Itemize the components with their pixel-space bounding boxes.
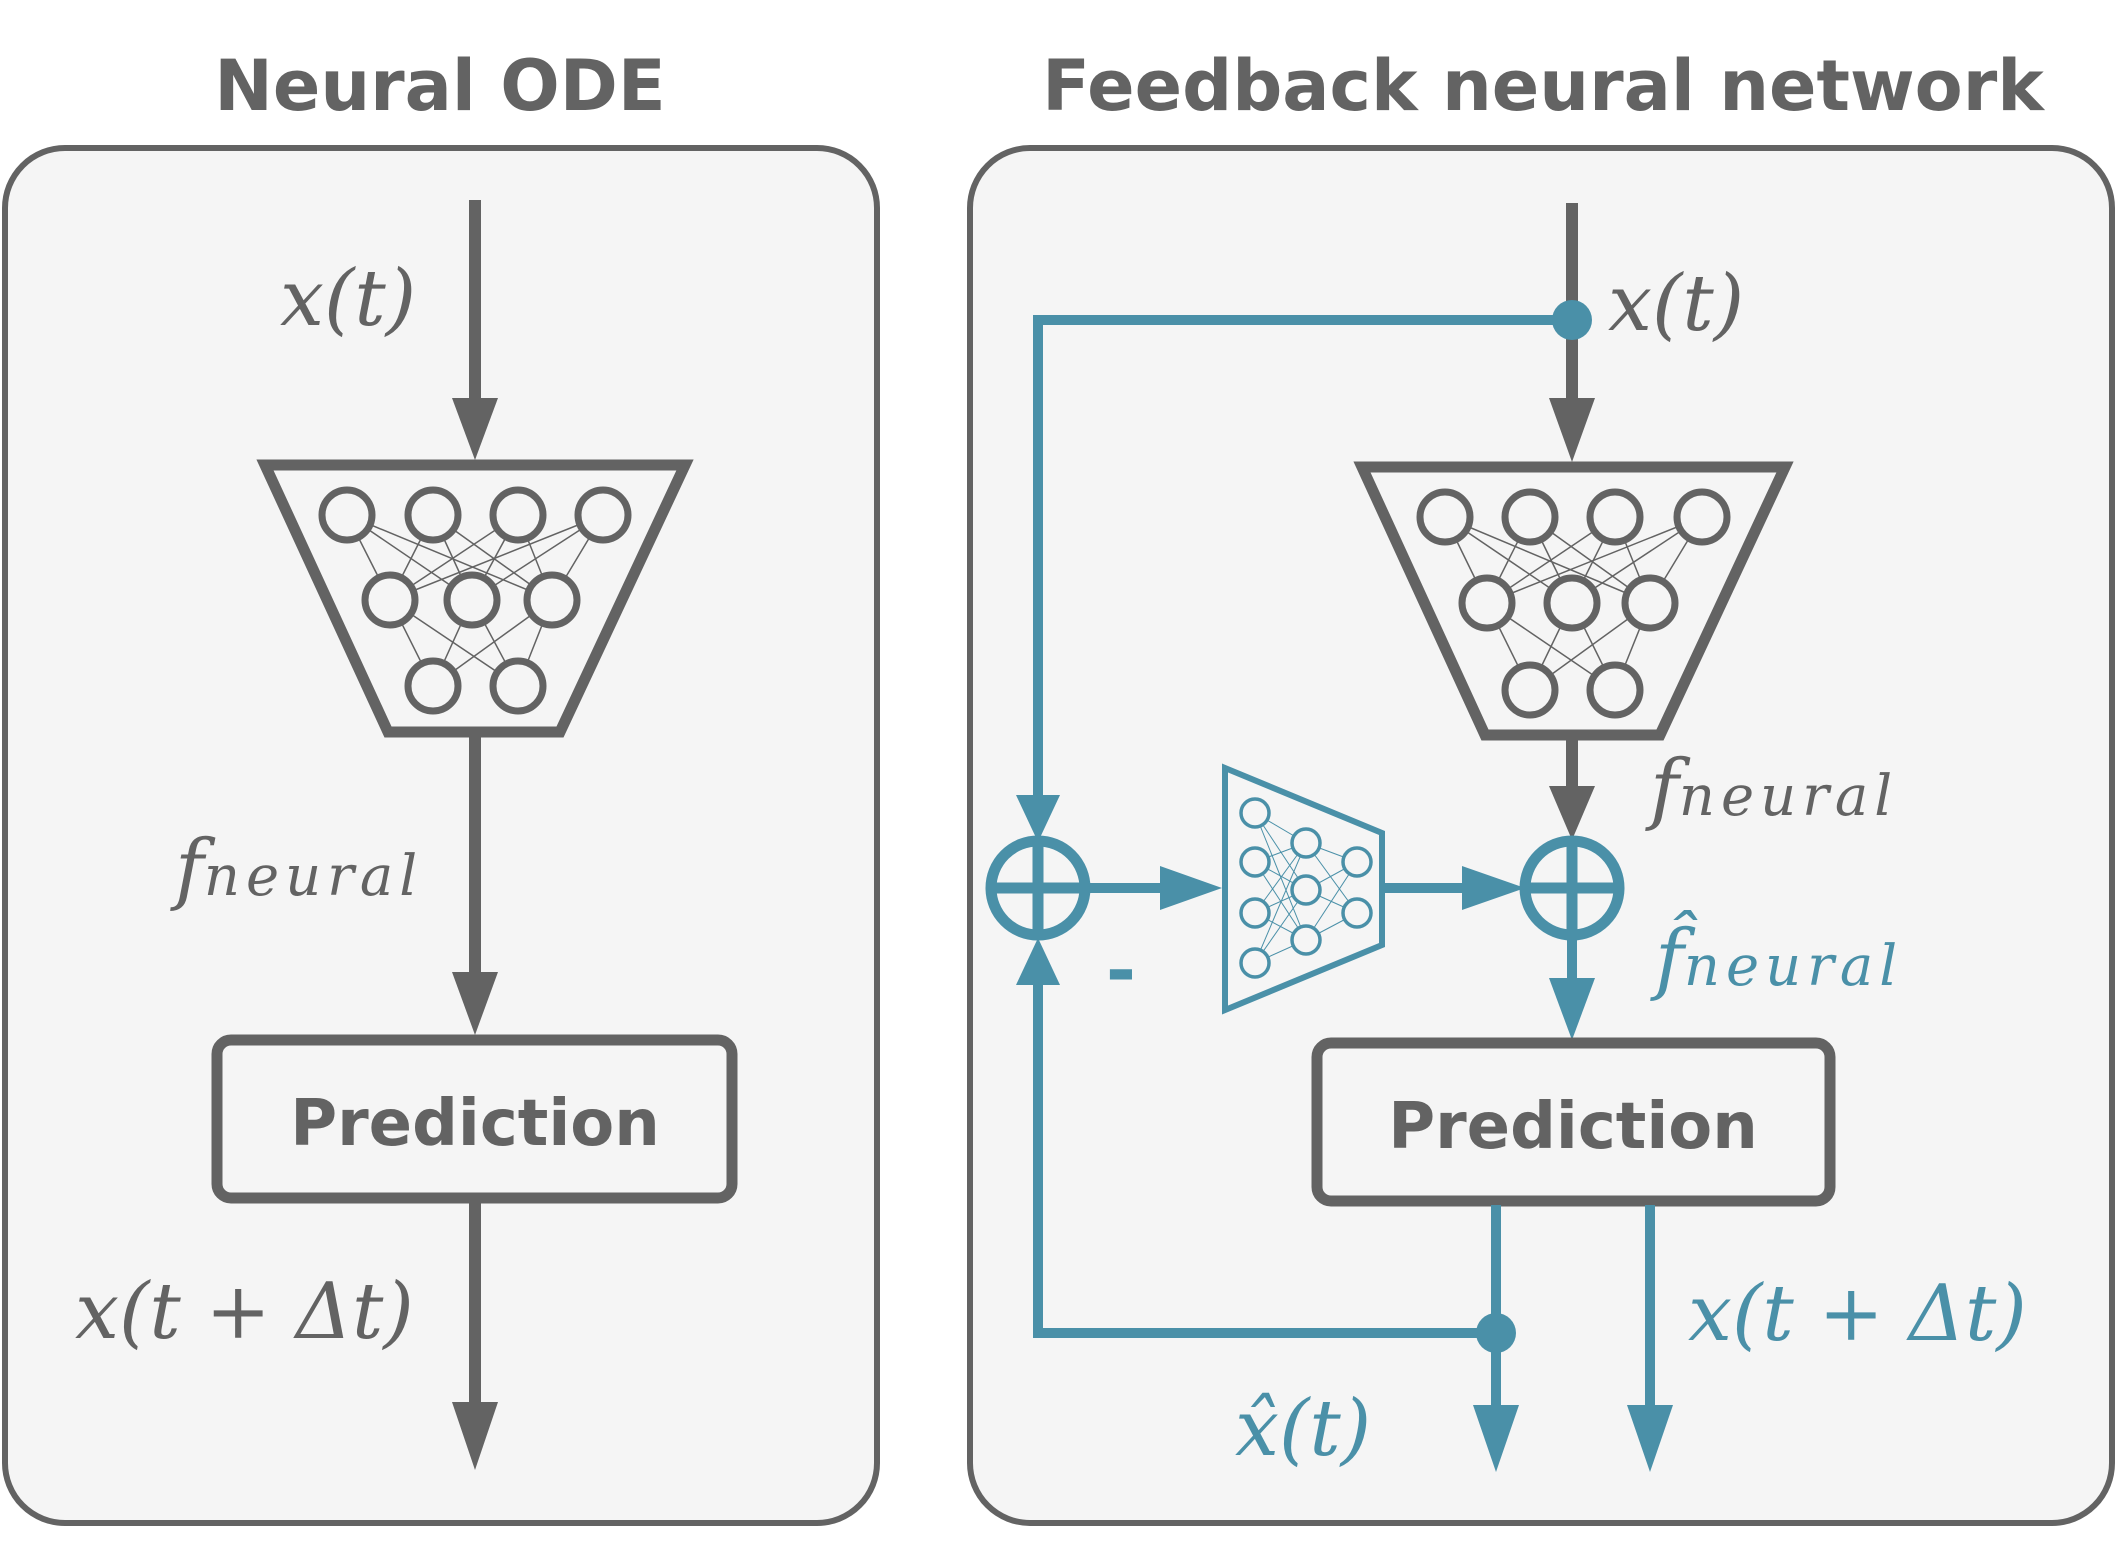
feedback-neural-network bbox=[1222, 763, 1385, 1015]
top-feedback-line bbox=[1033, 315, 1572, 800]
left-output-arrowhead bbox=[452, 1402, 498, 1470]
right-prediction-label: Prediction bbox=[1388, 1090, 1758, 1164]
fhat-neural-label: f̂neural bbox=[1650, 909, 1903, 1004]
right-output-label: x(t + Δt) bbox=[1688, 1269, 2027, 1359]
fhat-arrowhead bbox=[1549, 978, 1595, 1040]
right-f-arrowhead bbox=[1549, 786, 1595, 840]
minus-sign: - bbox=[1106, 928, 1136, 1012]
left-f-neural-label: fneural bbox=[170, 824, 423, 914]
feedback-net-to-junction-arrowhead bbox=[1462, 866, 1525, 910]
right-prediction-box bbox=[1311, 1037, 1836, 1207]
right-summing-junction bbox=[1519, 835, 1625, 941]
left-prediction-box bbox=[211, 1034, 738, 1204]
feedback-network-nodes bbox=[1239, 797, 1373, 979]
right-input-arrowhead bbox=[1549, 398, 1595, 462]
left-prediction-label: Prediction bbox=[290, 1087, 660, 1161]
xhat-label: x̂(t) bbox=[1235, 1384, 1371, 1474]
top-feedback-arrowhead bbox=[1016, 795, 1060, 842]
left-input-arrowhead bbox=[452, 398, 498, 460]
left-panel-title: Neural ODE bbox=[214, 45, 665, 127]
right-network-trapezoid bbox=[1353, 461, 1794, 741]
bottom-feedback-line bbox=[1033, 985, 1496, 1338]
bottom-branch-dot bbox=[1476, 1313, 1516, 1353]
right-neural-network bbox=[1353, 461, 1794, 741]
left-network-nodes bbox=[318, 486, 632, 715]
xhat-output-arrowhead bbox=[1473, 1405, 1519, 1472]
right-network-nodes bbox=[1416, 488, 1731, 719]
bottom-feedback-arrowhead bbox=[1016, 938, 1060, 985]
left-f-arrowhead bbox=[452, 972, 498, 1035]
left-network-trapezoid bbox=[256, 459, 694, 738]
top-branch-dot bbox=[1552, 300, 1592, 340]
left-input-label: x(t) bbox=[280, 254, 416, 344]
junction-to-feedback-net-arrowhead bbox=[1160, 866, 1222, 910]
right-output-arrowhead bbox=[1627, 1405, 1673, 1472]
left-neural-network bbox=[256, 459, 694, 738]
right-input-label: x(t) bbox=[1608, 259, 1744, 349]
left-output-label: x(t + Δt) bbox=[75, 1267, 414, 1357]
right-panel-title: Feedback neural network bbox=[1042, 45, 2045, 127]
left-summing-junction bbox=[985, 835, 1091, 941]
feedback-network-trapezoid bbox=[1222, 763, 1385, 1015]
